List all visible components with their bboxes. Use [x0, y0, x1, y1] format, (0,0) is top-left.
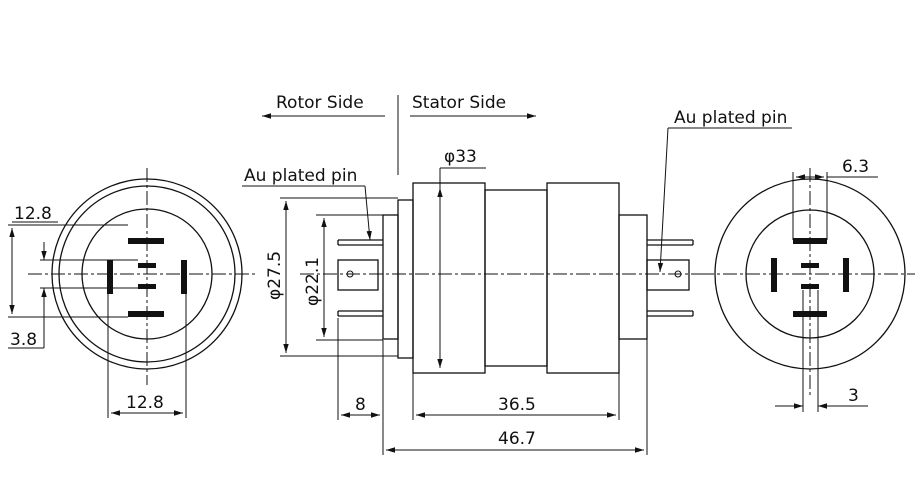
dim-len-8: 8: [355, 395, 366, 415]
dim-left-12-8-bottom: 12.8: [126, 393, 164, 413]
dim-d33: φ33: [444, 147, 477, 167]
side-indicator: Rotor Side Stator Side: [262, 93, 536, 175]
dim-len-46-7: 46.7: [498, 429, 536, 449]
right-connector: [646, 259, 690, 291]
dim-left-12-8-top: 12.8: [14, 204, 52, 224]
left-connector: [337, 259, 379, 291]
dim-len-36-5: 36.5: [498, 395, 536, 415]
body-section-2: [484, 189, 548, 367]
left-end-view: 12.8 3.8 12.8: [8, 168, 258, 418]
stator-flange: [618, 214, 648, 340]
dim-right-6-3: 6.3: [842, 157, 869, 177]
body-section-3: [546, 182, 620, 374]
body-section-1: [412, 182, 486, 374]
rotor-flange: [382, 214, 399, 340]
stator-side-label: Stator Side: [412, 93, 506, 113]
side-view: φ33 φ27.5 φ22.1 Au plated pin Au plated …: [242, 108, 792, 455]
au-pin-label-left: Au plated pin: [244, 166, 357, 186]
au-pin-label-right: Au plated pin: [674, 108, 787, 128]
dim-right-3: 3: [848, 386, 859, 406]
rotor-side-label: Rotor Side: [276, 93, 364, 113]
dim-d27-5: φ27.5: [265, 251, 285, 300]
dim-left-3-8: 3.8: [10, 330, 37, 350]
dim-d22-1: φ22.1: [303, 257, 323, 306]
right-end-view: 6.3 3: [700, 157, 915, 412]
